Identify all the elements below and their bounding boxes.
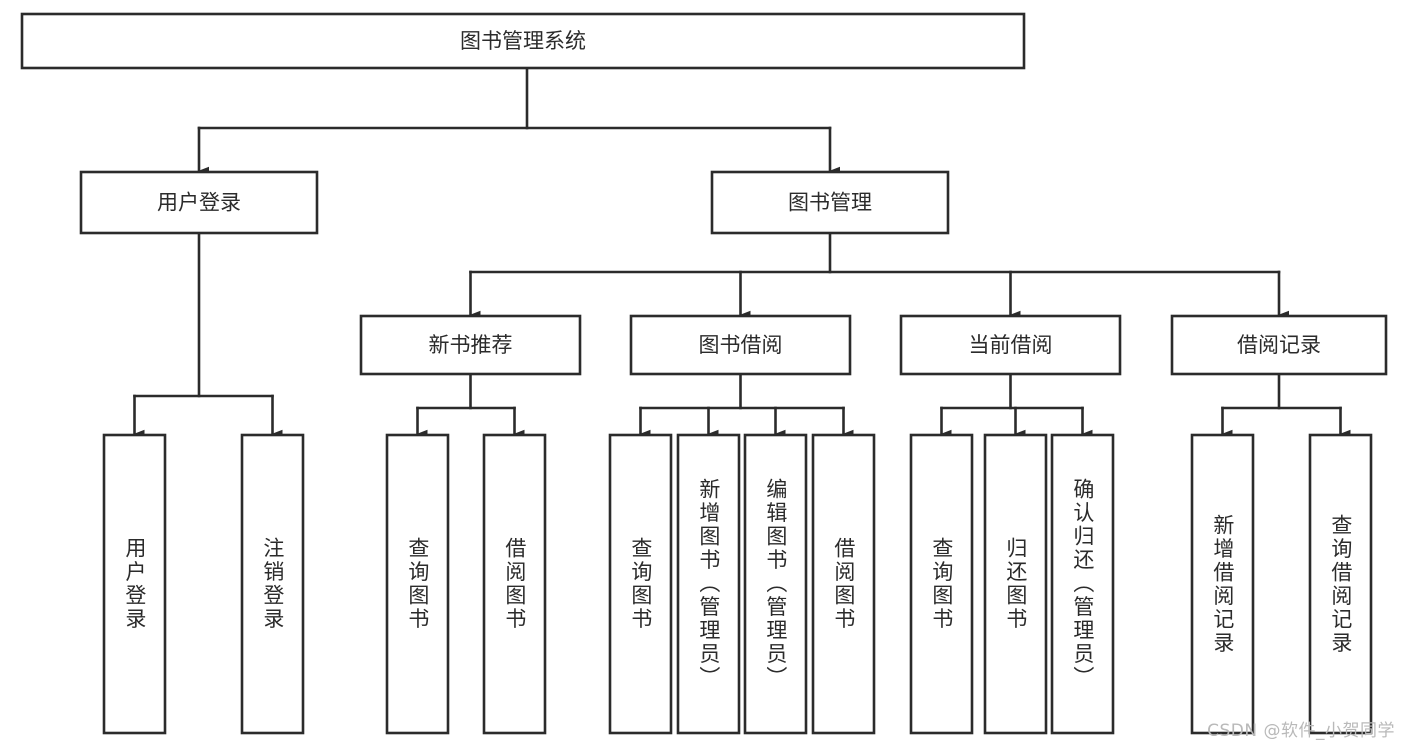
node-label-user-login: 用户登录 [157, 191, 241, 215]
node-box-leaf-query-book-current[interactable] [909, 433, 974, 735]
node-box-leaf-user-login[interactable] [102, 433, 167, 735]
node-box-current-borrow[interactable] [899, 314, 1122, 376]
node-box-leaf-query-book-recommend[interactable] [385, 433, 450, 735]
node-box-leaf-add-book[interactable] [676, 433, 741, 735]
node-label-book-management: 图书管理 [788, 191, 872, 215]
node-box-leaf-edit-book[interactable] [743, 433, 808, 735]
node-box-user-login[interactable] [79, 170, 319, 235]
node-box-leaf-borrow-book-recommend[interactable] [482, 433, 547, 735]
node-box-leaf-confirm-return[interactable] [1050, 433, 1115, 735]
node-label-new-book-recommend: 新书推荐 [429, 333, 513, 357]
watermark-text: CSDN @软件_小贺同学 [1207, 721, 1395, 741]
node-box-new-book-recommend[interactable] [359, 314, 582, 376]
node-box-borrow-record[interactable] [1170, 314, 1388, 376]
node-label-book-borrow: 图书借阅 [699, 333, 783, 357]
node-box-root[interactable] [20, 12, 1026, 70]
node-label-root: 图书管理系统 [460, 29, 586, 53]
node-box-book-management[interactable] [710, 170, 950, 235]
node-label-current-borrow: 当前借阅 [969, 333, 1053, 357]
node-box-leaf-borrow-book[interactable] [811, 433, 876, 735]
node-box-leaf-add-borrow-record[interactable] [1190, 433, 1255, 735]
node-box-leaf-user-logout[interactable] [240, 433, 305, 735]
boxes-layer [20, 12, 1388, 735]
connectors-layer [133, 66, 1351, 439]
node-label-borrow-record: 借阅记录 [1237, 333, 1321, 357]
node-box-leaf-return-book[interactable] [983, 433, 1048, 735]
node-box-book-borrow[interactable] [629, 314, 852, 376]
node-box-leaf-query-book-borrow[interactable] [608, 433, 673, 735]
node-box-leaf-query-borrow-record[interactable] [1308, 433, 1373, 735]
